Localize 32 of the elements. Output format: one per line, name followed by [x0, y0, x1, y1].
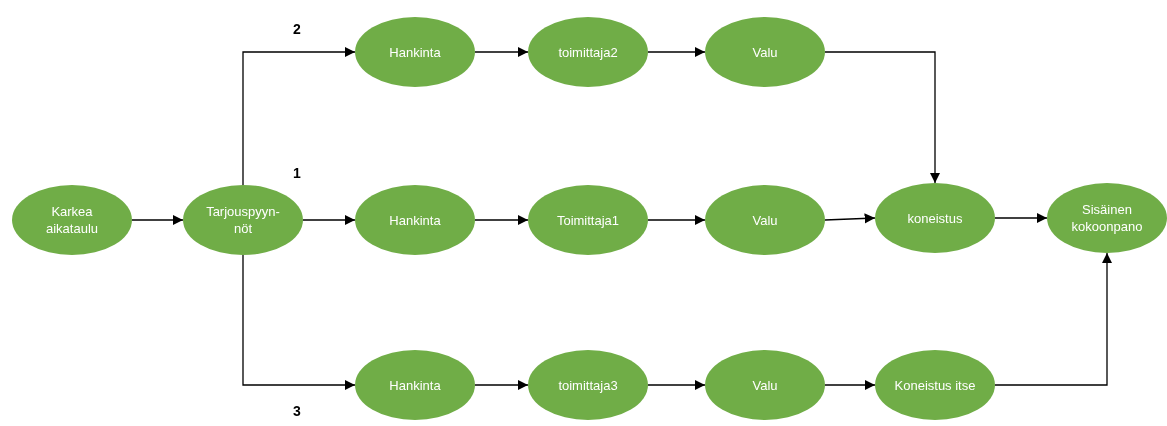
node-label: Hankinta [389, 43, 441, 61]
branch-number: 3 [293, 402, 301, 421]
arrow [647, 379, 706, 391]
node-label: toimittaja3 [558, 376, 618, 394]
arrow [994, 252, 1113, 386]
arrow [131, 214, 184, 226]
node-label: koneistus [907, 209, 963, 227]
arrow [474, 46, 529, 58]
node-label: Sisäinen kokoonpano [1070, 201, 1144, 235]
node-label: Hankinta [389, 376, 441, 394]
node-label: Tarjouspyyn- nöt [205, 203, 281, 237]
branch-number: 1 [293, 164, 301, 183]
node-label: Hankinta [389, 211, 441, 229]
arrow [242, 46, 356, 186]
arrow [474, 379, 529, 391]
node-label: Karkea aikataulu [44, 203, 99, 237]
arrow [824, 51, 941, 184]
arrow [242, 254, 356, 391]
node-label: toimittaja2 [558, 43, 618, 61]
arrow [824, 379, 876, 391]
arrow [824, 213, 876, 224]
arrow [474, 214, 529, 226]
node-label: Valu [752, 43, 778, 61]
branch-number: 2 [293, 20, 301, 39]
arrow [647, 46, 706, 58]
node-label: Valu [752, 376, 778, 394]
arrow [647, 214, 706, 226]
arrow [994, 212, 1048, 224]
node-label: Toimittaja1 [556, 211, 620, 229]
arrow [302, 214, 356, 226]
node-label: Valu [752, 211, 778, 229]
node-label: Koneistus itse [894, 376, 976, 394]
